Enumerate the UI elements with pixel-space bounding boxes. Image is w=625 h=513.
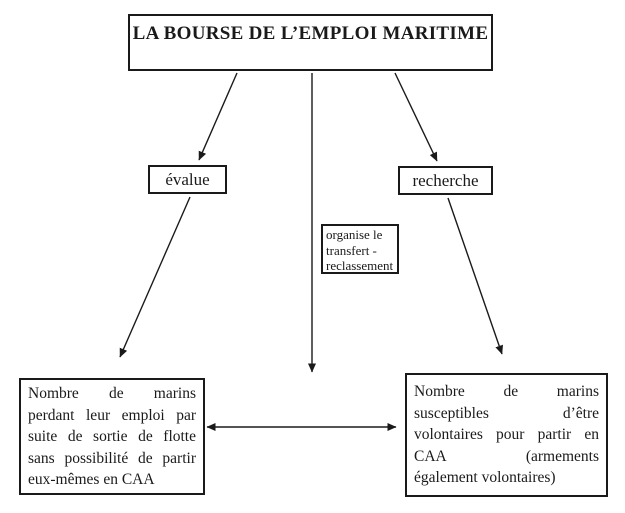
node-evalue: évalue xyxy=(148,165,227,194)
text-line: sans possibilité de partir xyxy=(28,449,196,467)
arrow-title-to-evalue xyxy=(198,72,238,161)
text-line: eux-mêmes en CAA xyxy=(28,471,155,489)
arrow-evalue-to-bottom-left xyxy=(119,196,191,358)
arrow-title-to-recherche xyxy=(394,72,438,162)
text-line: volontaires pour partir en xyxy=(414,426,599,444)
node-recherche-label: recherche xyxy=(412,170,479,190)
node-marins-perdant-emploi: Nombre de marins perdant leur emploi par s… xyxy=(19,378,205,495)
node-recherche: recherche xyxy=(398,166,493,195)
text-line: perdant leur emploi par xyxy=(28,406,196,424)
arrow-recherche-to-bottom-right xyxy=(447,197,503,355)
node-organise-transfert: organise le transfert - reclassement xyxy=(321,224,399,274)
text-line: suite de sortie de flotte xyxy=(28,428,196,446)
text-line: CAA (armements xyxy=(414,447,599,465)
text-line: également volontaires) xyxy=(414,469,556,487)
text-line: Nombre de marins xyxy=(414,383,599,400)
node-marins-volontaires: Nombre de marins susceptibles d’être volon… xyxy=(405,373,608,497)
node-title-box: LA BOURSE DE L’EMPLOI MARITIME xyxy=(128,14,493,71)
node-evalue-label: évalue xyxy=(165,169,210,189)
diagram-title: LA BOURSE DE L’EMPLOI MARITIME xyxy=(132,23,489,44)
text-line: Nombre de marins xyxy=(28,385,196,402)
text-line: susceptibles d’être xyxy=(414,404,599,422)
